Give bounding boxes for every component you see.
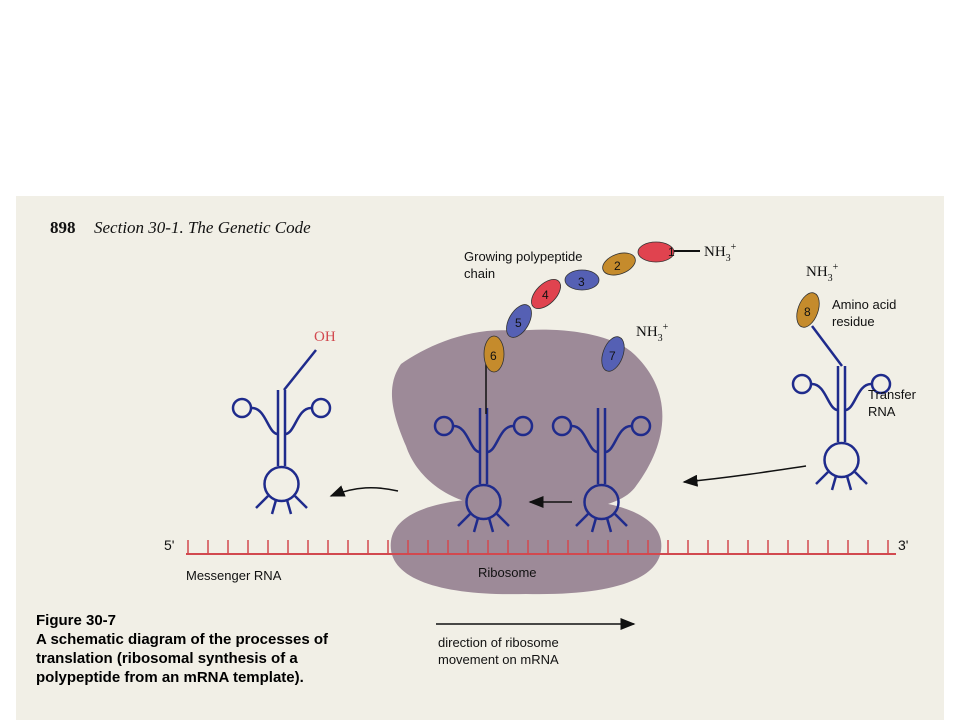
section-title: Section 30-1. The Genetic Code xyxy=(94,218,311,237)
label-messenger-rna: Messenger RNA xyxy=(186,568,282,583)
arrow-trna-entry xyxy=(682,465,807,487)
amino-acid-8 xyxy=(796,292,820,328)
figure-caption: A schematic diagram of the processes of … xyxy=(36,631,329,686)
bead-number-5: 5 xyxy=(515,316,522,330)
nh3-label-incoming: NH3+ xyxy=(806,262,839,284)
bead-number-7: 7 xyxy=(609,349,616,363)
bead-number-3: 3 xyxy=(578,275,585,289)
label-direction: direction of ribosome movement on mRNA xyxy=(438,635,559,667)
page-number: 898 xyxy=(50,218,76,237)
trna-incoming xyxy=(791,364,892,492)
ribosome-large-subunit xyxy=(391,329,663,512)
trna-departing-acceptor-arm xyxy=(283,349,317,391)
label-transfer-rna: Transfer RNA xyxy=(868,387,916,419)
mrna-codon-ticks xyxy=(187,540,889,554)
nh3-label-site-a: NH3+ xyxy=(636,322,669,344)
figure-label: Figure 30-7 xyxy=(36,612,117,629)
bead-number-8: 8 xyxy=(804,305,811,319)
label-amino-acid-residue: Amino acid residue xyxy=(832,297,897,329)
bead-number-1: 1 xyxy=(668,245,675,259)
messenger-rna-strand xyxy=(186,540,896,555)
label-three-prime: 3' xyxy=(898,537,909,553)
nh3-label-chain: NH3+ xyxy=(704,242,737,264)
bead-number-6: 6 xyxy=(490,349,497,363)
textbook-page: 898 Section 30-1. The Genetic Code xyxy=(16,196,944,720)
trna-incoming-acceptor-arm xyxy=(811,325,843,367)
amino-acid-2 xyxy=(602,252,636,276)
label-five-prime: 5' xyxy=(164,537,175,553)
amino-acid-4 xyxy=(531,279,561,309)
oh-label: OH xyxy=(314,329,336,345)
label-growing-polypeptide: Growing polypeptide chain xyxy=(464,249,583,281)
amino-acid-5 xyxy=(506,304,532,338)
trna-departing xyxy=(231,388,332,516)
polypeptide-chain: 1 2 3 4 5 6 7 8 xyxy=(483,241,820,414)
arrow-trna-exit xyxy=(329,485,399,497)
bead-number-2: 2 xyxy=(614,259,621,273)
amino-acid-3 xyxy=(564,269,600,291)
amino-acid-7 xyxy=(601,336,625,372)
bead-number-4: 4 xyxy=(542,288,549,302)
amino-acid-6 xyxy=(483,335,505,373)
label-ribosome: Ribosome xyxy=(478,565,537,580)
ribosome xyxy=(390,329,663,595)
translation-diagram: 1 2 3 4 5 6 7 8 NH3+ NH3+ NH3+ OH xyxy=(186,241,896,630)
